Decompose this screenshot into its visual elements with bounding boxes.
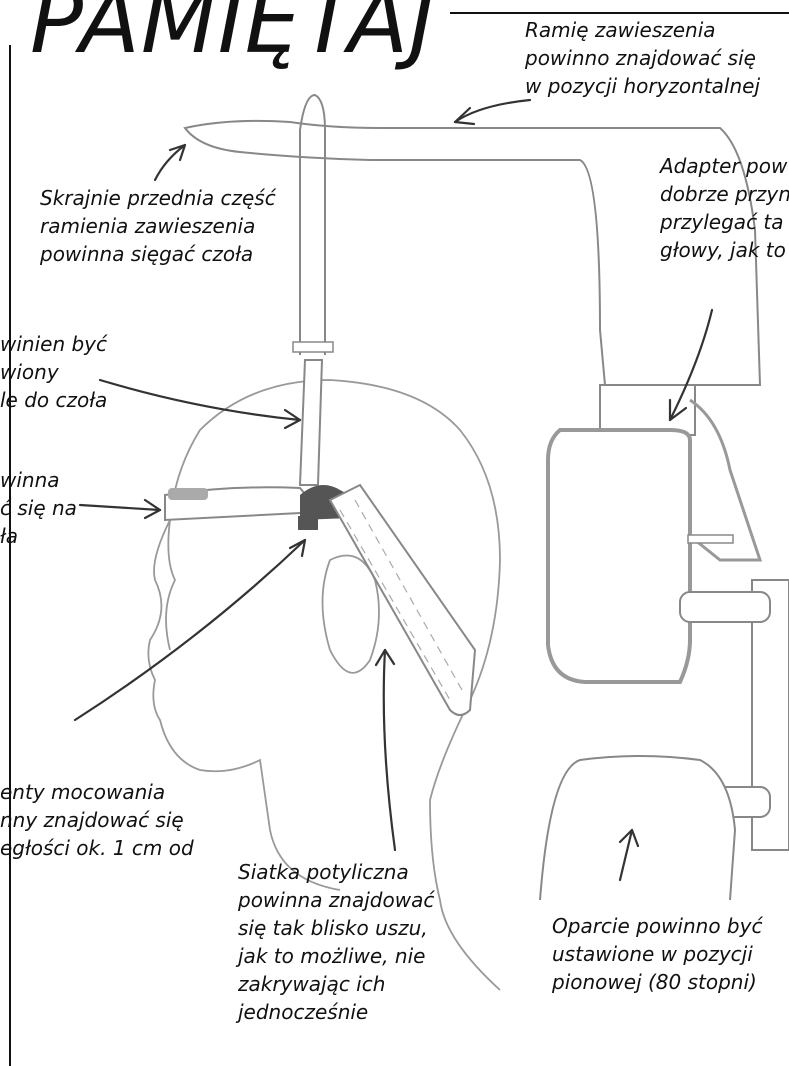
forehead-pad: [168, 488, 208, 500]
adapter-slot: [688, 535, 733, 543]
caption-arm-front: Skrajnie przednia część ramienia zawiesz…: [40, 184, 276, 268]
caption-arm-horizontal: Ramię zawieszenia powinno znajdować się …: [525, 16, 760, 100]
adapter-pad: [548, 430, 690, 682]
arrow-pad: [80, 505, 160, 510]
ear: [323, 556, 380, 673]
adapter-block: [600, 385, 695, 435]
head-strap: [300, 360, 322, 485]
arrow-strap: [100, 380, 300, 420]
cord-clip: [293, 342, 333, 352]
fastener-tab: [298, 516, 318, 530]
caption-fasteners: enty mocowania nny znajdować się egłości…: [0, 778, 194, 862]
backrest-cushion: [540, 756, 735, 900]
caption-pad-forehead: winna ć się na ła: [0, 466, 77, 550]
caption-occipital-net: Siatka potyliczna powinna znajdować się …: [238, 858, 434, 1026]
caption-backrest: Oparcie powinno być ustawione w pozycji …: [552, 912, 762, 996]
backrest-post-upper: [680, 592, 770, 622]
caption-strap-forehead: winien być wiony le do czoła: [0, 330, 107, 414]
arrow-net: [384, 650, 395, 850]
arrow-fastener: [75, 540, 305, 720]
caption-adapter: Adapter pow dobrze przyn przylegać ta gł…: [660, 152, 789, 264]
